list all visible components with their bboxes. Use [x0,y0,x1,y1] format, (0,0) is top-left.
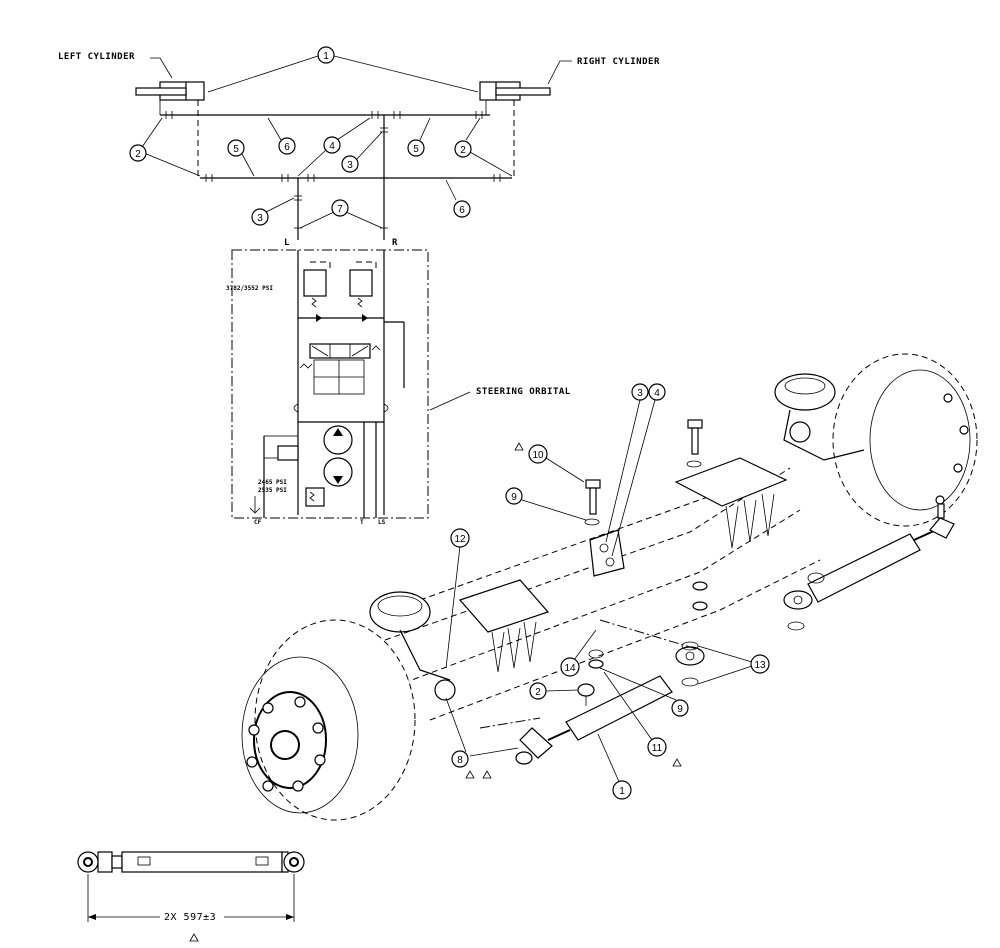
svg-text:14: 14 [564,663,576,674]
callout-9-lower: 9 [599,667,689,717]
svg-text:7: 7 [337,204,343,215]
mount-bolt-upper [686,419,703,468]
svg-text:3: 3 [347,160,353,171]
callout-1-assembly: 1 [597,733,632,800]
steering-orbital-label: STEERING ORBITAL [476,387,571,397]
callout-2-right: 2 [454,117,513,177]
svg-text:9: 9 [511,492,517,503]
assembly-callouts: 3 4 10 9 12 14 [445,383,770,800]
port-ls-label: LS [378,519,386,526]
callout-14: 14 [560,629,597,677]
svg-text:6: 6 [284,142,290,153]
left-brake-drum [241,619,416,821]
svg-text:10: 10 [532,450,544,461]
svg-text:2: 2 [135,149,141,160]
left-cylinder-symbol [135,81,205,101]
svg-text:5: 5 [413,144,419,155]
dimension-text: 2X 597±3 [164,912,216,923]
callout-5-right: 5 [407,117,431,157]
callout-7: 7 [299,199,383,229]
callout-3-assembly: 3 [605,383,649,543]
callout-5-left: 5 [227,139,255,177]
orbital-internal-circuit: 3782/3552 PSI [226,250,405,518]
svg-text:9: 9 [677,704,683,715]
svg-text:6: 6 [459,205,465,216]
svg-text:13: 13 [754,660,766,671]
warning-triangle-1 [672,758,682,767]
priority-pressure-label-2: 2535 PSI [258,487,287,494]
svg-text:3: 3 [257,213,263,224]
svg-text:4: 4 [654,388,660,399]
right-cylinder-label: RIGHT CYLINDER [577,57,660,67]
svg-text:11: 11 [652,743,663,754]
svg-text:1: 1 [619,786,625,797]
steering-cylinder [515,646,705,765]
left-brake-chamber [369,591,456,701]
mount-bolt-10 [584,479,601,526]
callout-1-schematic: 1 [207,46,479,93]
svg-text:2: 2 [535,687,541,698]
callout-4-assembly: 4 [611,383,666,557]
right-cylinder-symbol [479,81,551,101]
callout-4-schematic: 4 [297,117,371,177]
right-brake-chamber [774,373,865,461]
callout-10: 10 [528,444,585,483]
front-axle-assembly [241,353,978,821]
right-brake-drum [832,353,978,527]
callout-6-lower: 6 [445,179,471,218]
port-r-label: R [392,238,398,248]
svg-text:8: 8 [457,755,463,766]
callout-3-lower: 3 [251,197,295,226]
left-cylinder-label: LEFT CYLINDER [58,52,135,62]
svg-text:2: 2 [460,145,466,156]
steering-orbital-boundary [231,249,429,519]
svg-text:1: 1 [323,51,329,62]
svg-text:4: 4 [329,141,335,152]
spring-pads [458,457,788,673]
callout-3-upper: 3 [341,131,383,173]
warning-triangle-10 [514,442,524,451]
wheel-studs-left [246,696,326,792]
callout-12: 12 [445,528,470,669]
port-l-label: L [284,238,290,248]
svg-text:5: 5 [233,144,239,155]
anchor-bracket [589,529,625,577]
callout-9-upper: 9 [505,487,587,521]
svg-text:3: 3 [637,388,643,399]
callout-2-assembly: 2 [529,682,579,700]
priority-pressure-label-1: 2465 PSI [258,479,287,486]
relief-pressure-label: 3782/3552 PSI [226,285,273,292]
warning-triangle-dimension [189,933,199,942]
callout-13: 13 [697,645,770,685]
callout-8: 8 [445,697,519,768]
port-cf-label: CF [254,519,262,526]
cylinder-dimension-view: 2X 597±3 [77,851,305,942]
warning-triangles-8 [465,770,492,779]
callout-11: 11 [603,671,667,757]
steering-cylinder-right [783,503,955,631]
callout-6-upper: 6 [267,117,296,155]
port-t-label: T [360,519,364,526]
callout-2-left: 2 [129,117,201,177]
washers-nuts [577,581,708,706]
svg-text:12: 12 [454,534,466,545]
hydraulic-schematic: LEFT CYLINDER RIGHT CYLINDER 1 [58,46,660,526]
